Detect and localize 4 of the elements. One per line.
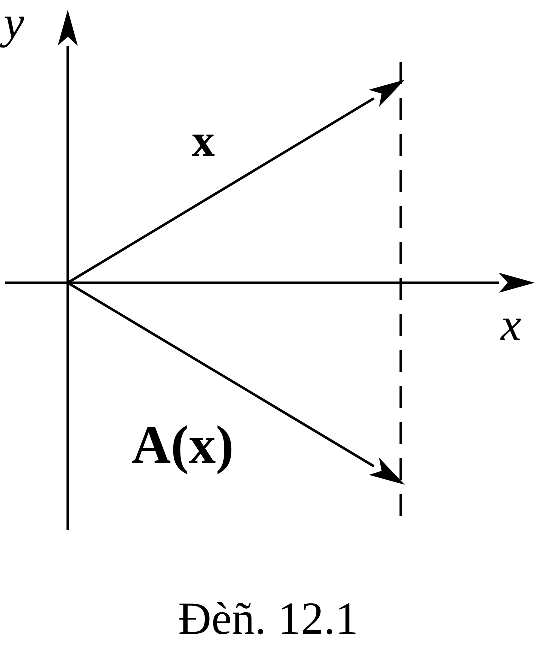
vector-label: x xyxy=(192,118,215,164)
axis-label: x xyxy=(501,302,522,348)
vector-label: A(x) xyxy=(132,418,234,472)
caption: Đèñ. 12.1 xyxy=(177,596,360,642)
